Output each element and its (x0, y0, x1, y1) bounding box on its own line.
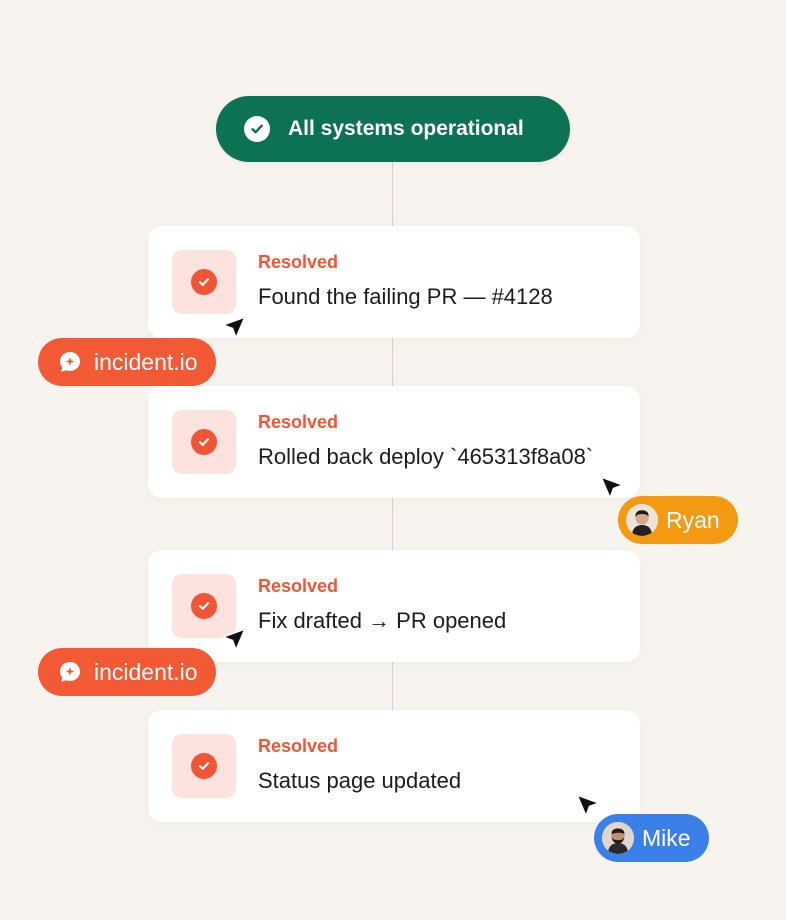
timeline-card[interactable]: Resolved Rolled back deploy `465313f8a08… (148, 386, 640, 498)
resolved-icon-box (172, 734, 236, 798)
check-circle-icon (191, 753, 217, 779)
collaborator-name: Ryan (666, 506, 720, 533)
collaborator-name: Mike (642, 824, 691, 851)
status-label: Resolved (258, 576, 339, 596)
event-title: Fix drafted → PR opened (258, 608, 507, 633)
avatar (626, 504, 658, 536)
check-circle-icon (244, 116, 270, 142)
cursor-arrow-icon (222, 628, 246, 651)
resolved-icon-box (172, 410, 236, 474)
resolved-icon-box (172, 574, 236, 638)
collaborator-name: incident.io (94, 658, 198, 685)
status-label: Resolved (258, 252, 339, 272)
collaborator-tag-incident-io: incident.io (38, 648, 216, 696)
avatar (602, 822, 634, 854)
status-label: Resolved (258, 412, 339, 432)
incident-io-logo-icon (60, 352, 80, 372)
system-status-text: All systems operational (288, 117, 524, 140)
check-circle-icon (191, 269, 217, 295)
system-status-banner: All systems operational (216, 96, 570, 162)
incident-io-logo-icon (60, 662, 80, 682)
timeline-card[interactable]: Resolved Status page updated (148, 710, 640, 822)
event-title: Status page updated (258, 768, 462, 793)
collaborator-tag-ryan: Ryan (618, 496, 738, 544)
status-label: Resolved (258, 736, 339, 756)
cursor-arrow-icon (576, 794, 600, 817)
timeline-card[interactable]: Resolved Fix drafted → PR opened (148, 550, 640, 662)
check-circle-icon (191, 429, 217, 455)
collaborator-tag-incident-io: incident.io (38, 338, 216, 386)
timeline-card[interactable]: Resolved Found the failing PR — #4128 (148, 226, 640, 338)
cursor-arrow-icon (600, 476, 624, 499)
collaborator-tag-mike: Mike (594, 814, 709, 862)
resolved-icon-box (172, 250, 236, 314)
event-title: Found the failing PR — #4128 (258, 284, 553, 309)
check-circle-icon (191, 593, 217, 619)
cursor-arrow-icon (222, 316, 246, 339)
event-title: Rolled back deploy `465313f8a08` (258, 444, 594, 469)
collaborator-name: incident.io (94, 348, 198, 375)
